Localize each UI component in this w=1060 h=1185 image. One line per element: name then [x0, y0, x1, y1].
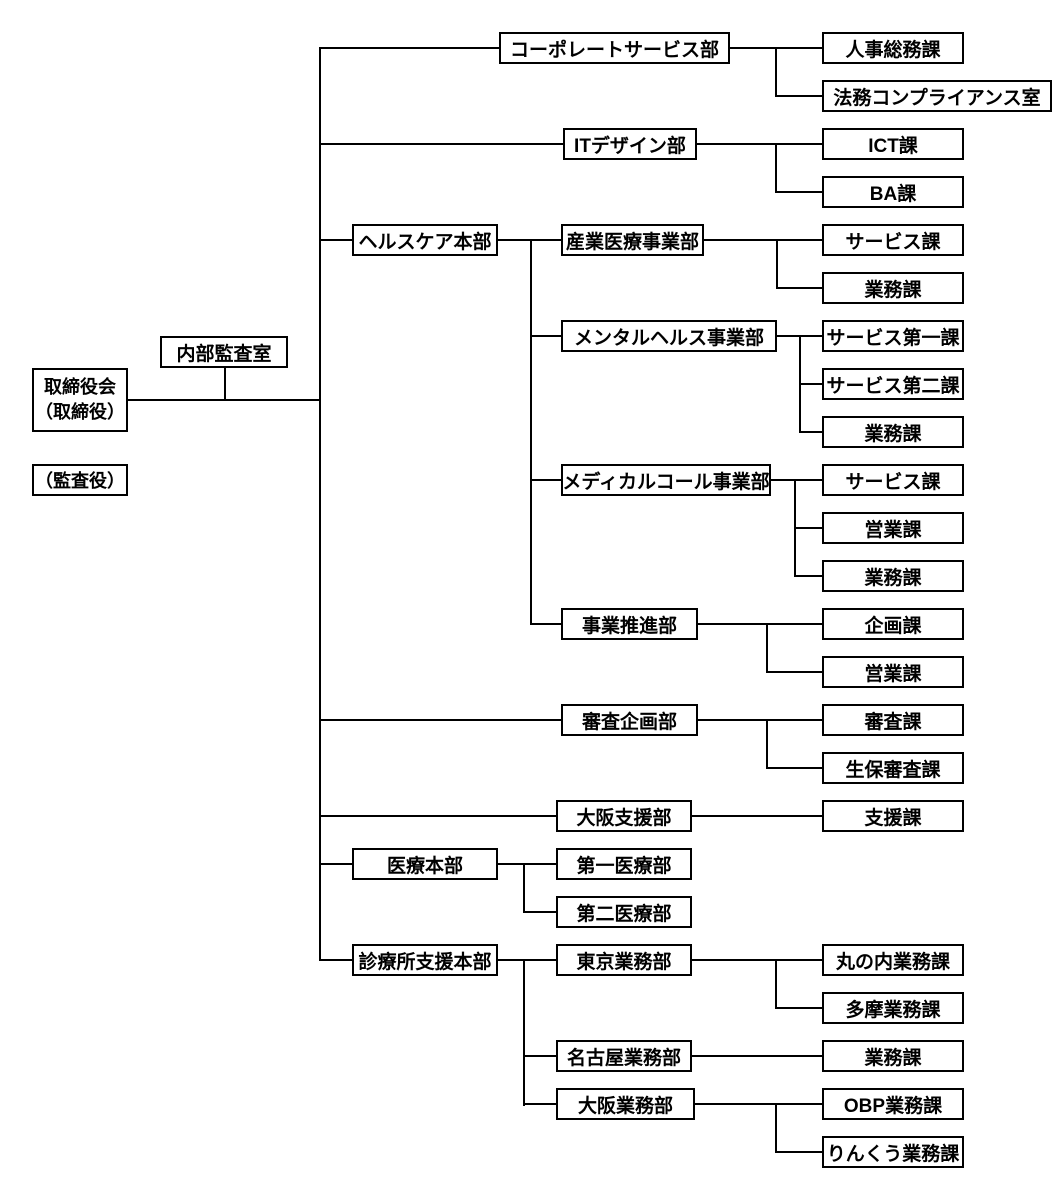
connector	[771, 479, 822, 481]
connector	[530, 335, 561, 337]
connector	[692, 959, 822, 961]
connector	[698, 719, 822, 721]
connector	[799, 383, 822, 385]
connector	[775, 95, 822, 97]
internal-audit-office-box: 内部監査室	[160, 336, 288, 368]
medical-call-dept-box: メディカルコール事業部	[561, 464, 771, 496]
connector	[692, 815, 822, 817]
tama-operations-box: 多摩業務課	[822, 992, 964, 1024]
obp-operations-box: OBP業務課	[822, 1088, 964, 1120]
connector	[523, 911, 556, 913]
connector	[320, 719, 561, 721]
connector	[530, 239, 532, 625]
marunouchi-operations-box: 丸の内業務課	[822, 944, 964, 976]
connector	[775, 1007, 822, 1009]
connector	[775, 143, 777, 193]
connector	[698, 623, 822, 625]
medical-call-operations-box: 業務課	[822, 560, 964, 592]
connector	[498, 863, 556, 865]
connector	[692, 1055, 822, 1057]
it-design-dept-box: ITデザイン部	[563, 128, 697, 160]
hr-general-affairs-box: 人事総務課	[822, 32, 964, 64]
medical-call-sales-box: 営業課	[822, 512, 964, 544]
connector	[775, 47, 777, 97]
connector	[799, 431, 822, 433]
connector	[320, 863, 352, 865]
life-insurance-examination-box: 生保審査課	[822, 752, 964, 784]
business-promotion-sales-box: 営業課	[822, 656, 964, 688]
connector	[776, 287, 822, 289]
connector	[766, 767, 822, 769]
auditor-box: （監査役）	[32, 464, 128, 496]
mental-health-operations-box: 業務課	[822, 416, 964, 448]
connector	[320, 239, 352, 241]
connector	[704, 239, 822, 241]
connector	[523, 1055, 556, 1057]
clinic-support-hq-box: 診療所支援本部	[352, 944, 498, 976]
nagoya-operations-dept-box: 名古屋業務部	[556, 1040, 692, 1072]
mental-health-service-first-box: サービス第一課	[822, 320, 964, 352]
connector	[523, 863, 525, 913]
examination-section-box: 審査課	[822, 704, 964, 736]
connector	[697, 143, 822, 145]
rinku-operations-box: りんくう業務課	[822, 1136, 964, 1168]
connector-trunk	[319, 47, 321, 961]
connector	[766, 719, 768, 769]
osaka-support-dept-box: 大阪支援部	[556, 800, 692, 832]
medical-call-service-box: サービス課	[822, 464, 964, 496]
connector	[320, 143, 563, 145]
connector	[320, 959, 352, 961]
ba-section-box: BA課	[822, 176, 964, 208]
mental-health-service-second-box: サービス第二課	[822, 368, 964, 400]
connector	[794, 575, 822, 577]
support-section-box: 支援課	[822, 800, 964, 832]
connector	[775, 959, 777, 1009]
industrial-medical-operations-box: 業務課	[822, 272, 964, 304]
examination-planning-dept-box: 審査企画部	[561, 704, 698, 736]
industrial-medical-dept-box: 産業医療事業部	[561, 224, 704, 256]
connector	[695, 1103, 822, 1105]
board-of-directors-box: 取締役会 （取締役）	[32, 368, 128, 432]
tokyo-operations-dept-box: 東京業務部	[556, 944, 692, 976]
legal-compliance-box: 法務コンプライアンス室	[822, 80, 1052, 112]
healthcare-hq-box: ヘルスケア本部	[352, 224, 498, 256]
connector	[775, 1151, 822, 1153]
business-promotion-planning-box: 企画課	[822, 608, 964, 640]
second-medical-dept-box: 第二医療部	[556, 896, 692, 928]
connector	[794, 527, 822, 529]
connector	[766, 671, 822, 673]
connector	[530, 623, 561, 625]
connector	[320, 47, 499, 49]
connector	[523, 959, 525, 1106]
connector	[523, 1103, 556, 1105]
connector	[766, 623, 768, 673]
mental-health-dept-box: メンタルヘルス事業部	[561, 320, 777, 352]
business-promotion-dept-box: 事業推進部	[561, 608, 698, 640]
connector	[530, 479, 561, 481]
osaka-operations-dept-box: 大阪業務部	[556, 1088, 695, 1120]
connector	[775, 191, 822, 193]
connector	[498, 959, 556, 961]
medical-hq-box: 医療本部	[352, 848, 498, 880]
connector	[775, 1103, 777, 1153]
connector	[320, 815, 556, 817]
board-of-directors-label-line2: （取締役）	[35, 402, 125, 422]
ict-section-box: ICT課	[822, 128, 964, 160]
board-of-directors-label-line1: 取締役会	[44, 376, 116, 397]
corporate-services-dept-box: コーポレートサービス部	[499, 32, 730, 64]
connector	[224, 368, 226, 401]
connector	[776, 239, 778, 289]
nagoya-operations-section-box: 業務課	[822, 1040, 964, 1072]
first-medical-dept-box: 第一医療部	[556, 848, 692, 880]
connector	[498, 239, 561, 241]
industrial-medical-service-box: サービス課	[822, 224, 964, 256]
